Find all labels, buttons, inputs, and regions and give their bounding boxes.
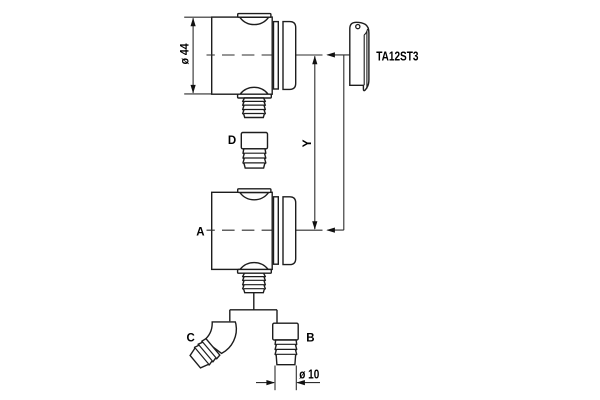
svg-text:ø 44: ø 44 xyxy=(178,43,192,64)
svg-text:B: B xyxy=(306,333,314,345)
svg-text:A: A xyxy=(196,226,204,238)
svg-text:TA12ST3: TA12ST3 xyxy=(376,49,418,63)
svg-text:ø 10: ø 10 xyxy=(299,367,319,381)
svg-text:C: C xyxy=(187,333,195,345)
svg-text:Y: Y xyxy=(300,139,314,147)
svg-text:D: D xyxy=(228,135,236,147)
